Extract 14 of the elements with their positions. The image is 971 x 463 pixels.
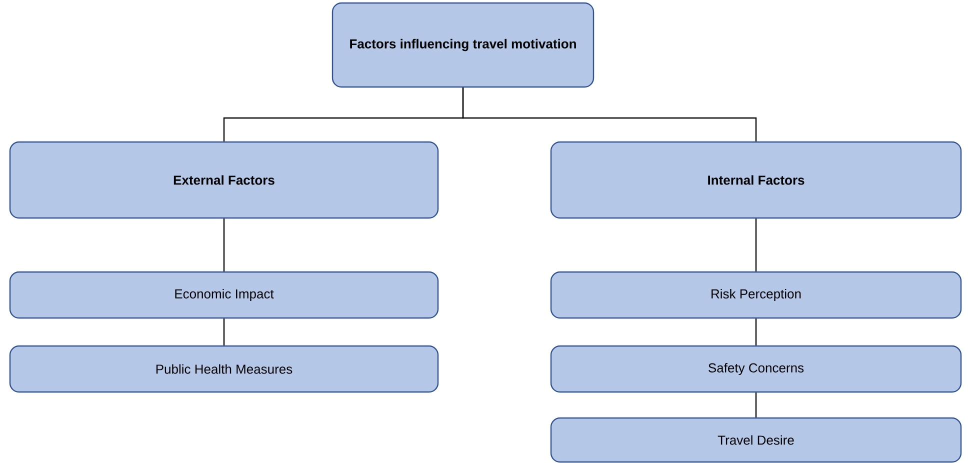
factor-box: Risk Perception bbox=[550, 271, 962, 319]
connector-line bbox=[755, 218, 757, 272]
category-box: Internal Factors bbox=[550, 141, 962, 219]
connector-line bbox=[223, 318, 225, 346]
factor-box: Travel Desire bbox=[550, 417, 962, 463]
connector-line bbox=[755, 392, 757, 418]
title-box: Factors influencing travel motivation bbox=[332, 2, 594, 88]
factor-box: Safety Concerns bbox=[550, 345, 962, 393]
factor-box: Economic Impact bbox=[9, 271, 439, 319]
connector-line bbox=[462, 88, 757, 142]
category-box: External Factors bbox=[9, 141, 439, 219]
connector-line bbox=[223, 218, 225, 272]
factor-box: Public Health Measures bbox=[9, 345, 439, 393]
connector-line bbox=[755, 318, 757, 346]
